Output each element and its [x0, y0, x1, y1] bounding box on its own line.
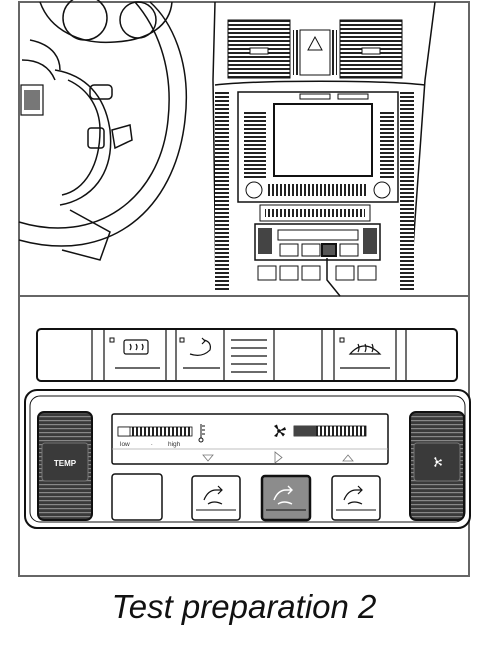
- airflow-side-indicator: [274, 451, 283, 464]
- thermometer-icon: [198, 424, 205, 443]
- caption: Test preparation 2: [111, 588, 377, 625]
- switch-strip: [36, 328, 458, 382]
- gauge-cluster: [39, 0, 173, 44]
- highlighted-button: [321, 243, 337, 257]
- climate-panel-mini: [254, 223, 381, 261]
- climate-display: low . high: [111, 413, 389, 465]
- display-low-label: low: [120, 441, 130, 448]
- fan-small-icon: [434, 457, 442, 467]
- climate-panel: TEMP low . high: [24, 389, 471, 529]
- airflow-down-indicator: [202, 454, 214, 462]
- hazard-icon: [307, 35, 323, 51]
- steering-wheel: [18, 1, 187, 261]
- vent-slats: [231, 339, 267, 373]
- rear-defrost-icon: [123, 339, 149, 355]
- airflow-upper-icon: [203, 485, 223, 505]
- media-row: [259, 204, 371, 222]
- display-mid-mark: .: [151, 441, 153, 447]
- outer-frame: [18, 1, 470, 577]
- windshield-defrost-icon: [348, 343, 382, 355]
- blank-button[interactable]: [111, 473, 163, 521]
- airflow-up-indicator: [342, 454, 354, 462]
- volume-knob: [245, 181, 263, 199]
- display-high-label: high: [168, 441, 181, 448]
- airflow-middle-button[interactable]: [260, 474, 312, 522]
- recirculation-icon: [189, 337, 211, 356]
- emblem-icon: [20, 84, 44, 116]
- upper-vent-right: [339, 19, 403, 79]
- side-vent-left: [215, 90, 229, 290]
- airflow-middle-icon: [273, 485, 293, 505]
- navigation-unit: [237, 91, 399, 203]
- side-vent-right: [400, 90, 414, 290]
- fan-rocker-button[interactable]: [409, 411, 465, 521]
- temp-button-label: TEMP: [54, 459, 77, 468]
- airflow-footwell-icon: [343, 485, 363, 505]
- airflow-upper-button[interactable]: [191, 475, 241, 521]
- zoom-callout-line: [326, 258, 341, 297]
- lower-switch-row: [257, 265, 377, 281]
- tune-knob: [373, 181, 391, 199]
- temp-rocker-button[interactable]: TEMP: [37, 411, 93, 521]
- fan-icon: [274, 424, 286, 437]
- airflow-footwell-button[interactable]: [331, 475, 381, 521]
